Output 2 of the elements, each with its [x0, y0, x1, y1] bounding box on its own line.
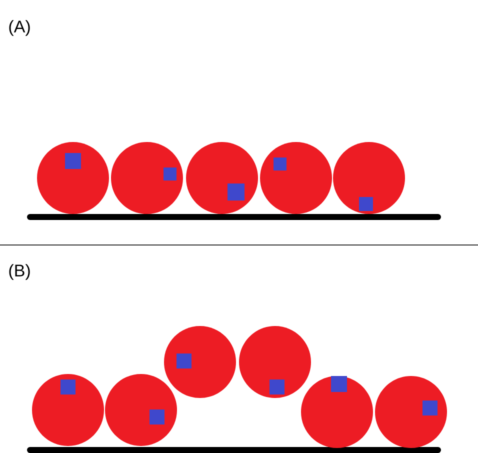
panel-label: (B) [9, 264, 30, 280]
panel-label: (A) [9, 20, 30, 36]
